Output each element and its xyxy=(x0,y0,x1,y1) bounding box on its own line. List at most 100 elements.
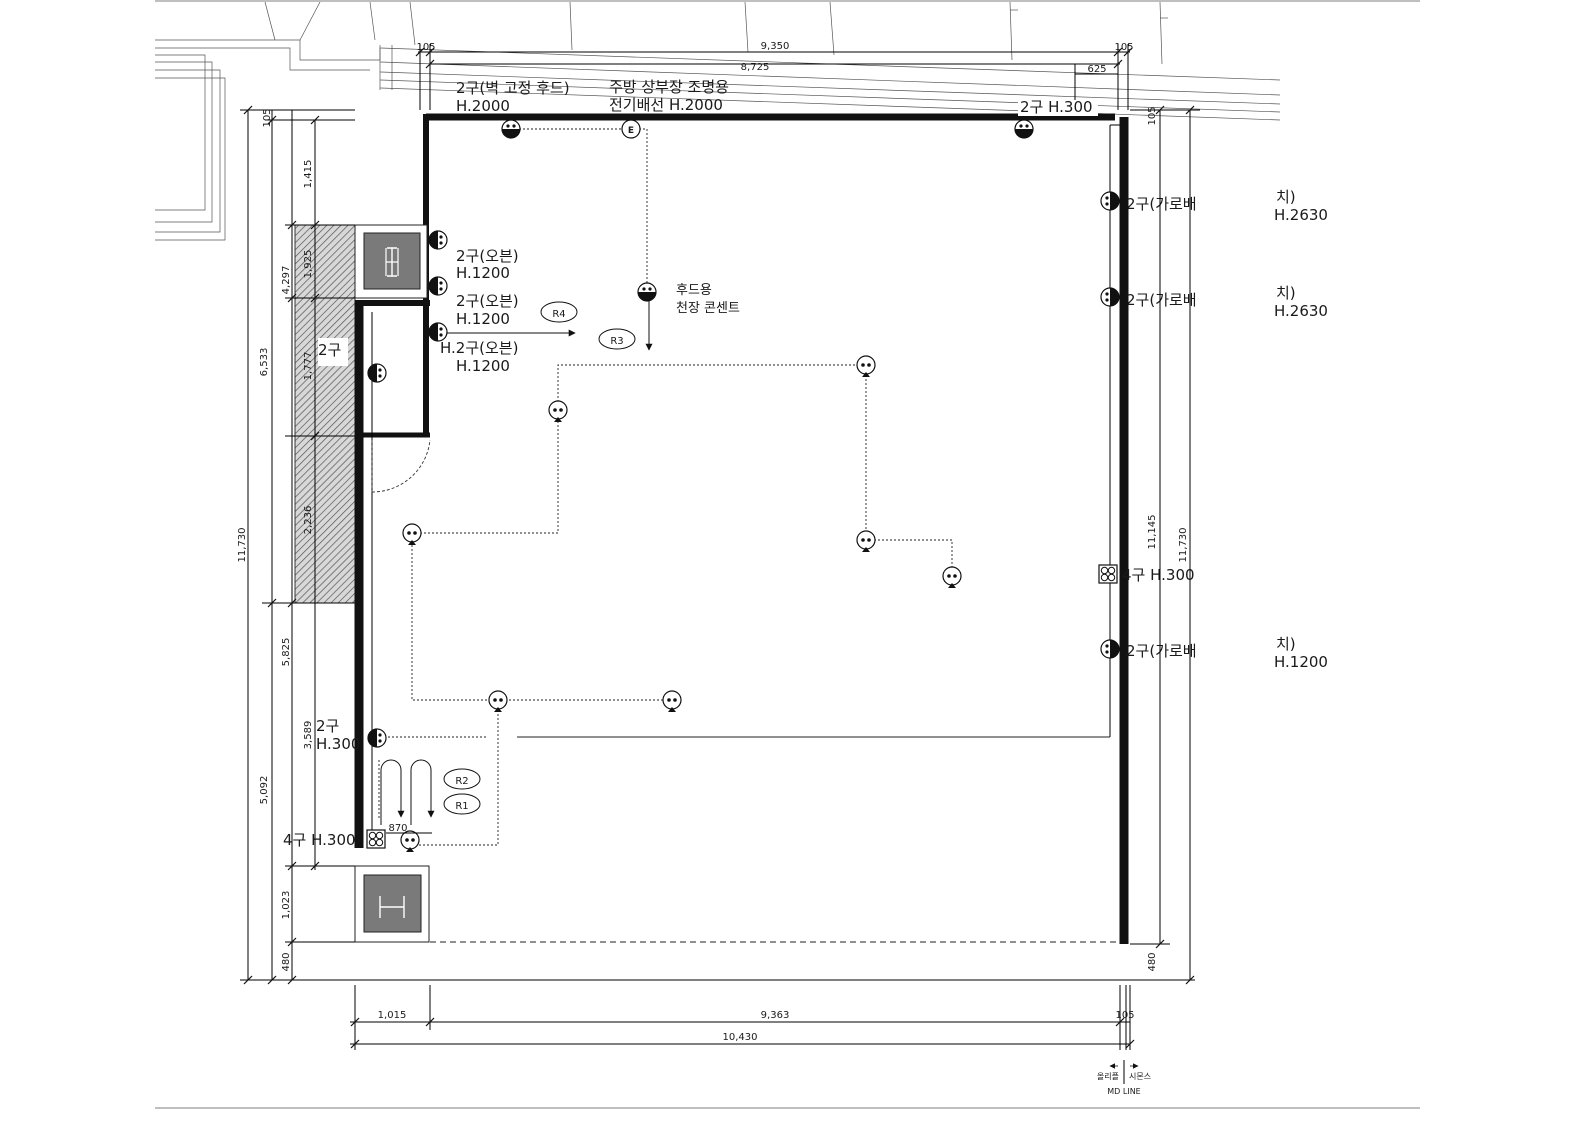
oven-outlet-1-label: 2구(오븐) xyxy=(456,247,519,265)
dimension-lines xyxy=(240,44,1200,1050)
dim-bottom-1015: 1,015 xyxy=(378,1010,407,1021)
dimension-texts: 9,350 8,725 625 105 105 105 1,415 4,297 … xyxy=(237,41,1189,1043)
outlet-icon xyxy=(1014,119,1034,139)
dim-top-right-offset: 625 xyxy=(1087,64,1106,75)
electrical-junction-icon: E xyxy=(621,119,641,139)
dim-left-4297: 4,297 xyxy=(281,266,292,295)
floor-outlet-icon xyxy=(548,400,568,422)
right-outlet-3-label: 2구(가로배 xyxy=(1126,642,1197,660)
legend-left-label: 올리플 xyxy=(1097,1072,1119,1081)
left-mid-outlet-label: 2구 xyxy=(318,341,341,359)
wall-outlet-symbols xyxy=(367,119,1120,748)
outlet-icon xyxy=(1100,639,1120,659)
floor-outlet-icon xyxy=(662,690,682,712)
dim-right-11145: 11,145 xyxy=(1147,515,1158,550)
outlet-icon xyxy=(367,363,387,383)
dim-left-5092: 5,092 xyxy=(259,776,270,805)
floor-outlet-icon xyxy=(856,530,876,552)
dim-top-inner: 8,725 xyxy=(741,62,770,73)
right-outlet-2-suffix: 치) xyxy=(1276,284,1296,302)
left-low-outlet-label: 2구 xyxy=(316,717,339,735)
dim-door-870: 870 xyxy=(388,823,407,834)
kitchen-light-label: 주방 상부장 조명용 xyxy=(609,78,729,96)
oven-outlet-1-height: H.1200 xyxy=(456,264,510,282)
quad-outlet-icon xyxy=(366,829,386,849)
dim-left-3589: 3,589 xyxy=(303,721,314,750)
right-outlet-3-suffix: 치) xyxy=(1276,635,1296,653)
dim-right-wall-top: 105 xyxy=(1147,106,1158,125)
outlet-icon xyxy=(501,119,521,139)
outlet-labels: 2구(벽 고정 후드) H.2000 주방 상부장 조명용 전기배선 H.200… xyxy=(283,78,1328,849)
top-right-outlet-label: 2구 H.300 xyxy=(1020,98,1093,116)
circuit-label-r2: R2 xyxy=(443,768,481,790)
right-outlet-1-suffix: 치) xyxy=(1276,188,1296,206)
circuit-r2-text: R2 xyxy=(455,776,468,787)
dim-top-left-wall: 105 xyxy=(416,42,435,53)
floor-outlet-icon xyxy=(488,690,508,712)
dim-left-1777: 1,777 xyxy=(303,352,314,381)
right-quad-outlet-label: 4구 H.300 xyxy=(1122,566,1195,584)
outlet-icon xyxy=(428,322,448,342)
circuit-label-r1: R1 xyxy=(443,793,481,815)
hood-outlet-label: 2구(벽 고정 후드) xyxy=(456,79,570,97)
floor-outlet-icon xyxy=(856,355,876,377)
oven-outlet-2-height: H.1200 xyxy=(456,310,510,328)
outlet-icon xyxy=(637,282,657,302)
outlet-icon xyxy=(367,728,387,748)
md-line-legend: 올리플 시몬스 MD LINE xyxy=(1097,1060,1151,1096)
oven-outlet-3-height: H.1200 xyxy=(456,357,510,375)
column-bottom xyxy=(354,865,430,943)
dim-top-total: 9,350 xyxy=(761,41,790,52)
dim-left-2236: 2,236 xyxy=(303,506,314,535)
dim-bottom-10430: 10,430 xyxy=(723,1032,758,1043)
floor-outlet-icon xyxy=(942,566,962,588)
circuit-label-r3: R3 xyxy=(598,328,636,350)
dim-left-1925: 1,925 xyxy=(303,250,314,279)
oven-outlet-3-label: H.2구(오븐) xyxy=(440,339,518,357)
ceiling-outlet-label: 후드용 xyxy=(676,283,712,298)
ceiling-outlet-sublabel: 천장 콘센트 xyxy=(676,301,740,316)
left-quad-outlet-label: 4구 H.300 xyxy=(283,831,356,849)
legend-md-line: MD LINE xyxy=(1107,1087,1140,1096)
right-outlet-1-height: H.2630 xyxy=(1274,206,1328,224)
right-outlet-1-label: 2구(가로배 xyxy=(1126,195,1197,213)
dim-left-6533: 6,533 xyxy=(259,348,270,377)
hood-outlet-height: H.2000 xyxy=(456,97,510,115)
dim-right-11730: 11,730 xyxy=(1178,528,1189,563)
column-top xyxy=(354,224,428,299)
floor-outlet-symbols xyxy=(400,355,962,852)
svg-text:E: E xyxy=(628,126,634,136)
circuit-r1-text: R1 xyxy=(455,801,468,812)
left-low-outlet-height: H.300 xyxy=(316,735,360,753)
outlet-icon xyxy=(1100,287,1120,307)
right-outlet-2-label: 2구(가로배 xyxy=(1126,291,1197,309)
outlet-icon xyxy=(1100,191,1120,211)
right-outlet-3-height: H.1200 xyxy=(1274,653,1328,671)
floor-outlet-icon xyxy=(400,830,420,852)
kitchen-counter xyxy=(294,224,356,604)
circuit-arrows xyxy=(380,290,653,825)
oven-outlet-2-label: 2구(오븐) xyxy=(456,292,519,310)
wiring xyxy=(378,128,1110,846)
outlet-icon xyxy=(428,230,448,250)
circuit-r4-text: R4 xyxy=(552,309,565,320)
circuit-label-r4: R4 xyxy=(540,301,578,323)
exterior-background xyxy=(155,1,1281,241)
right-outlet-2-height: H.2630 xyxy=(1274,302,1328,320)
dim-left-1415: 1,415 xyxy=(303,160,314,189)
dim-left-wall-top: 105 xyxy=(262,108,273,127)
dim-right-480: 480 xyxy=(1147,952,1158,971)
dim-left-480: 480 xyxy=(281,952,292,971)
quad-outlet-icon xyxy=(1098,564,1118,584)
circuit-r3-text: R3 xyxy=(610,336,623,347)
walls xyxy=(354,113,1129,944)
outlet-icon xyxy=(428,276,448,296)
legend-right-label: 시몬스 xyxy=(1129,1072,1151,1081)
dim-top-right-wall: 105 xyxy=(1114,42,1133,53)
dim-left-5825: 5,825 xyxy=(281,638,292,667)
dim-bottom-9363: 9,363 xyxy=(761,1010,790,1021)
dim-left-1023: 1,023 xyxy=(281,891,292,920)
floor-outlet-icon xyxy=(402,523,422,545)
dim-left-11730: 11,730 xyxy=(237,528,248,563)
